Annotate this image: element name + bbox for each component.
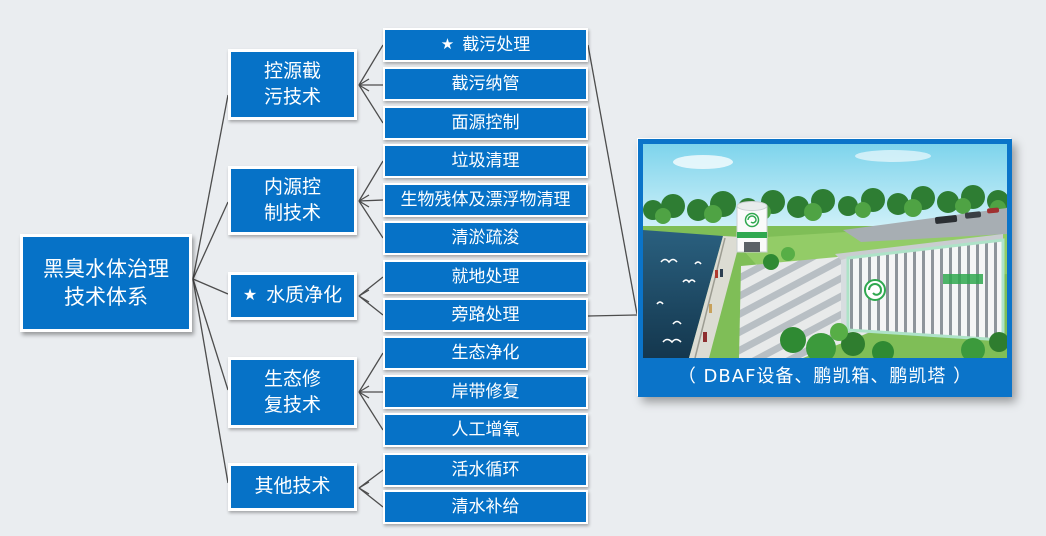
photo-caption: （ DBAF设备、鹏凯箱、鹏凯塔 ） <box>677 366 973 387</box>
node-category-water-purification: ★ 水质净化 <box>228 272 357 320</box>
facility-photo <box>643 144 1007 358</box>
node-leaf-sewage-pipe: 截污纳管 <box>383 67 588 101</box>
node-leaf-onsite-treatment: 就地处理 <box>383 260 588 294</box>
node-leaf-shoreline-restoration: 岸带修复 <box>383 375 588 409</box>
node-leaf-bypass-treatment: 旁路处理 <box>383 298 588 332</box>
node-root-label: 黑臭水体治理 技术体系 <box>43 256 169 309</box>
node-leaf-clean-water-supply: 清水补给 <box>383 490 588 524</box>
node-leaf-sewage-interception-treatment: ★ 截污处理 <box>383 28 588 62</box>
node-leaf-artificial-aeration: 人工增氧 <box>383 413 588 447</box>
node-category-internal-control: 内源控 制技术 <box>228 166 357 235</box>
facility-photo-illustration <box>643 144 1007 358</box>
vehicles <box>934 207 1000 224</box>
node-category-other: 其他技术 <box>228 463 357 511</box>
node-leaf-eco-purification: 生态净化 <box>383 336 588 370</box>
node-leaf-garbage-cleanup: 垃圾清理 <box>383 144 588 178</box>
treatment-tower <box>736 201 768 253</box>
river <box>643 230 723 358</box>
pedestrians <box>703 269 723 342</box>
treatment-building <box>835 234 1005 342</box>
node-category-eco-restoration: 生态修 复技术 <box>228 357 357 428</box>
node-leaf-flowing-water-circulation: 活水循环 <box>383 453 588 487</box>
facility-photo-card: （ DBAF设备、鹏凯箱、鹏凯塔 ） <box>638 139 1012 397</box>
node-leaf-bioresidue-cleanup: 生物残体及漂浮物清理 <box>383 183 588 217</box>
star-icon: ★ <box>440 34 455 53</box>
node-root: 黑臭水体治理 技术体系 <box>20 234 192 332</box>
node-category-source-control: 控源截 污技术 <box>228 49 357 120</box>
bushes <box>763 247 1007 358</box>
node-leaf-dredging: 清淤疏浚 <box>383 221 588 255</box>
node-leaf-nonpoint-source-control: 面源控制 <box>383 106 588 140</box>
star-icon: ★ <box>242 285 258 305</box>
birds <box>656 258 702 344</box>
